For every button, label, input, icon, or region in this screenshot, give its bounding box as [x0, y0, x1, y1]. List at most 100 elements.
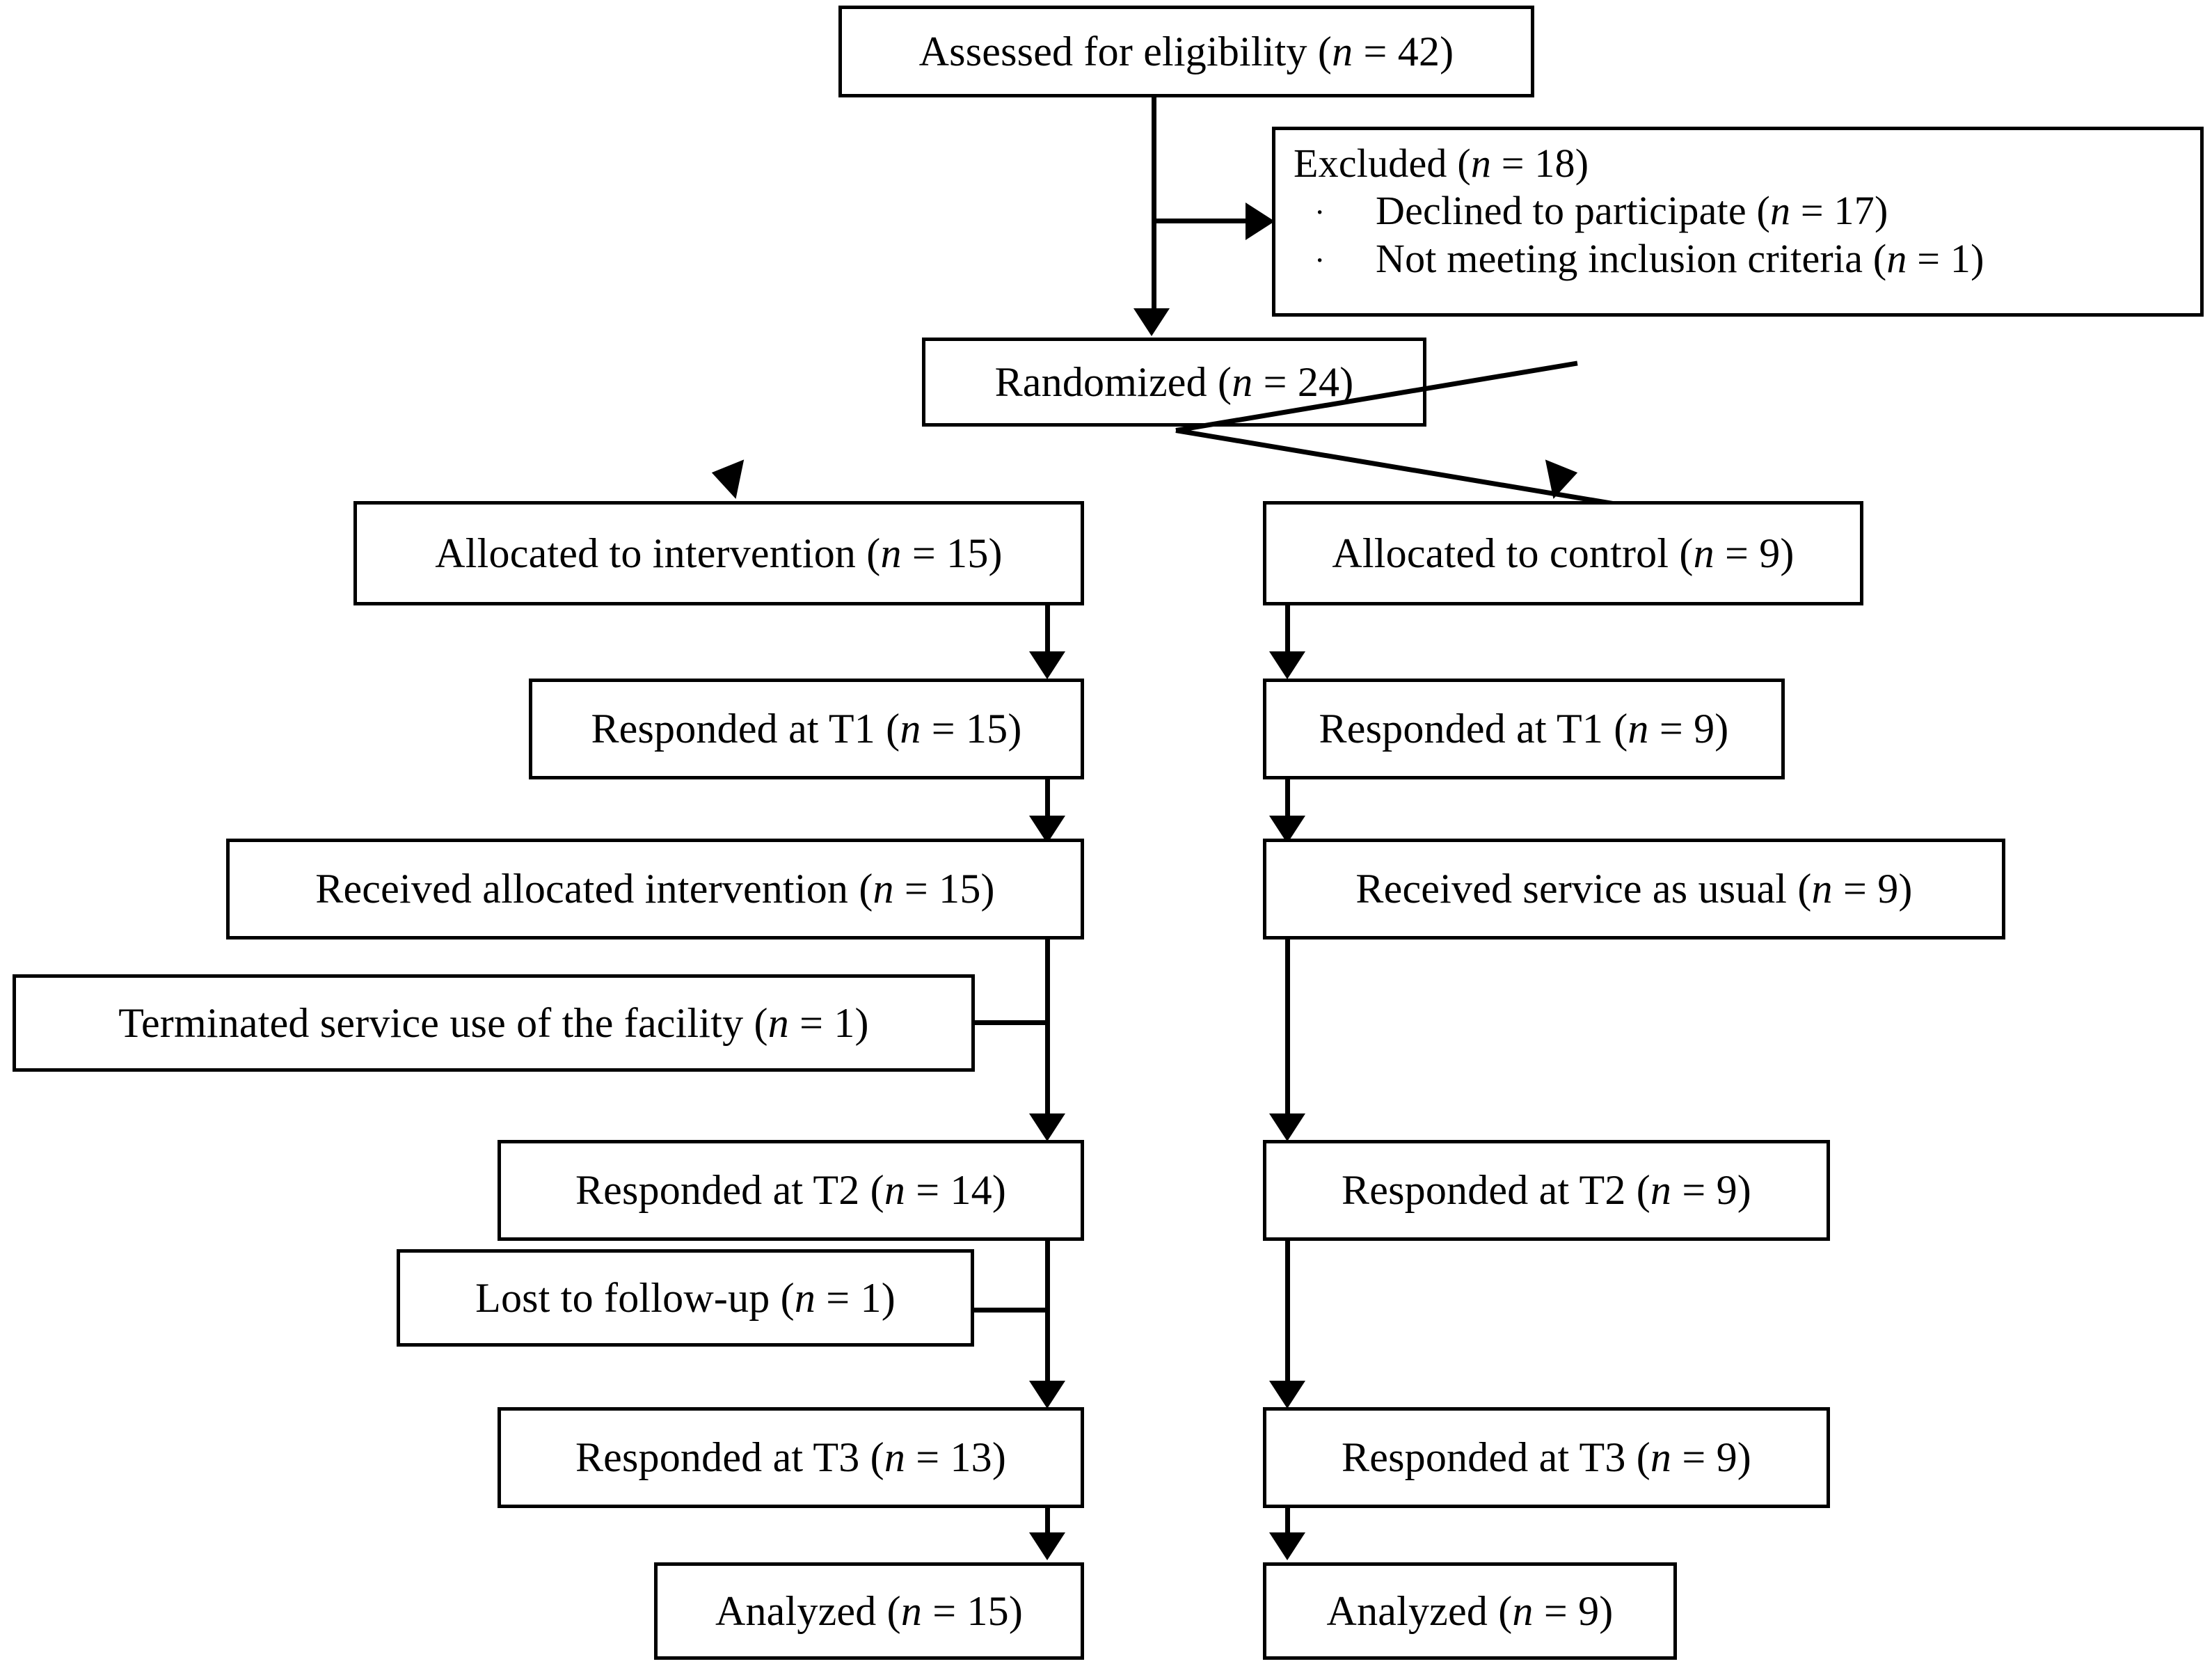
excluded-bullet-declined-n-italic: n — [1770, 188, 1791, 234]
t1-control-n-italic: n — [1628, 706, 1649, 752]
arrow-control-alloc-to-t1 — [1269, 651, 1305, 679]
node-analyzed-intervention: Analyzed (n = 15) — [654, 1562, 1084, 1660]
connector-intervention-to-terminated — [972, 1020, 1049, 1025]
connector-control-alloc-to-t1 — [1285, 605, 1290, 654]
node-excluded: Excluded (n = 18) ·Declined to participa… — [1272, 127, 2204, 317]
connector-intervention-to-lost — [972, 1308, 1049, 1313]
node-received-service-as-usual: Received service as usual (n = 9) — [1263, 839, 2005, 939]
excluded-bullet-declined-prefix: Declined to participate ( — [1376, 188, 1771, 234]
t3-control-n-italic: n — [1650, 1434, 1672, 1481]
node-analyzed-control: Analyzed (n = 9) — [1263, 1562, 1677, 1660]
connector-control-t1-to-received — [1285, 779, 1290, 820]
received-intervention-suffix: = 15) — [893, 866, 995, 912]
received-intervention-prefix: Received allocated intervention ( — [315, 866, 873, 912]
randomized-suffix: = 24) — [1252, 358, 1354, 405]
lost-n-italic: n — [794, 1274, 816, 1321]
excluded-heading-n-italic: n — [1470, 141, 1492, 186]
lost-suffix: = 1) — [815, 1274, 896, 1321]
arrow-intervention-received-to-t2 — [1029, 1113, 1065, 1141]
node-allocated-to-control: Allocated to control (n = 9) — [1263, 501, 1863, 605]
alloc-intervention-suffix: = 15) — [901, 530, 1003, 576]
connector-control-t2-to-t3 — [1285, 1241, 1290, 1383]
excluded-heading-prefix: Excluded ( — [1294, 141, 1471, 186]
connector-intervention-t3-to-analyzed — [1045, 1508, 1050, 1548]
received-control-n-italic: n — [1811, 866, 1833, 912]
node-assessed-for-eligibility: Assessed for eligibility (n = 42) — [838, 6, 1534, 97]
t2-intervention-n-italic: n — [884, 1167, 906, 1214]
excluded-bullet-criteria-n-italic: n — [1886, 235, 1907, 281]
analyzed-intervention-prefix: Analyzed ( — [715, 1587, 901, 1634]
analyzed-intervention-n-italic: n — [900, 1587, 923, 1634]
connector-control-received-to-t2 — [1285, 939, 1290, 1117]
alloc-control-n-italic: n — [1693, 530, 1714, 576]
node-lost-to-followup: Lost to follow-up (n = 1) — [397, 1249, 974, 1347]
arrow-control-t2-to-t3 — [1269, 1381, 1305, 1409]
t1-control-suffix: = 9) — [1648, 706, 1729, 752]
node-responded-t2-intervention: Responded at T2 (n = 14) — [498, 1140, 1084, 1241]
terminated-prefix: Terminated service use of the facility ( — [118, 999, 768, 1046]
lost-prefix: Lost to follow-up ( — [475, 1274, 795, 1321]
analyzed-control-n-italic: n — [1512, 1587, 1534, 1634]
t2-intervention-prefix: Responded at T2 ( — [575, 1167, 884, 1214]
received-control-suffix: = 9) — [1832, 866, 1913, 912]
t1-intervention-suffix: = 15) — [921, 706, 1022, 752]
arrow-assessed-to-randomized — [1133, 308, 1170, 336]
node-responded-t3-intervention: Responded at T3 (n = 13) — [498, 1407, 1084, 1508]
assessed-n-italic: n — [1332, 28, 1353, 74]
connector-intervention-received-to-t2 — [1045, 939, 1050, 1117]
excluded-heading-suffix: = 18) — [1491, 141, 1589, 186]
node-responded-t1-control: Responded at T1 (n = 9) — [1263, 679, 1785, 779]
bullet-dot-icon: · — [1314, 241, 1326, 278]
node-received-allocated-intervention: Received allocated intervention (n = 15) — [226, 839, 1084, 939]
node-terminated-service-use: Terminated service use of the facility (… — [13, 974, 975, 1072]
assessed-suffix: = 42) — [1353, 28, 1454, 74]
arrow-intervention-t3-to-analyzed — [1029, 1532, 1065, 1560]
randomized-prefix: Randomized ( — [994, 358, 1232, 405]
received-intervention-n-italic: n — [873, 866, 894, 912]
arrow-control-received-to-t2 — [1269, 1113, 1305, 1141]
t3-intervention-prefix: Responded at T3 ( — [575, 1434, 884, 1481]
connector-control-t3-to-analyzed — [1285, 1508, 1290, 1548]
t3-control-suffix: = 9) — [1671, 1434, 1751, 1481]
excluded-bullet-criteria: · Not meeting inclusion criteria (n = 1) — [1294, 235, 2186, 283]
connector-intervention-t1-to-received — [1045, 779, 1050, 820]
node-allocated-to-intervention: Allocated to intervention (n = 15) — [353, 501, 1084, 605]
alloc-control-prefix: Allocated to control ( — [1332, 530, 1694, 576]
node-responded-t1-intervention: Responded at T1 (n = 15) — [529, 679, 1084, 779]
t3-control-prefix: Responded at T3 ( — [1342, 1434, 1650, 1481]
excluded-bullet-criteria-suffix: = 1) — [1907, 235, 1984, 281]
arrow-randomized-to-intervention — [711, 459, 757, 504]
t2-intervention-suffix: = 14) — [905, 1167, 1007, 1214]
analyzed-control-prefix: Analyzed ( — [1326, 1587, 1513, 1634]
bullet-dot-icon: · — [1314, 194, 1326, 230]
alloc-intervention-prefix: Allocated to intervention ( — [435, 530, 881, 576]
excluded-bullet-declined-suffix: = 17) — [1790, 188, 1888, 234]
t2-control-suffix: = 9) — [1671, 1167, 1751, 1214]
analyzed-control-suffix: = 9) — [1533, 1587, 1614, 1634]
node-responded-t2-control: Responded at T2 (n = 9) — [1263, 1140, 1830, 1241]
connector-assessed-to-randomized — [1152, 97, 1156, 310]
t3-intervention-n-italic: n — [884, 1434, 906, 1481]
connector-randomized-to-intervention — [1175, 428, 1644, 512]
excluded-bullet-criteria-prefix: Not meeting inclusion criteria ( — [1376, 235, 1887, 281]
t1-control-prefix: Responded at T1 ( — [1319, 706, 1628, 752]
t3-intervention-suffix: = 13) — [905, 1434, 1007, 1481]
t1-intervention-n-italic: n — [900, 706, 921, 752]
node-randomized: Randomized (n = 24) — [922, 338, 1426, 427]
alloc-intervention-n-italic: n — [880, 530, 902, 576]
arrow-assessed-to-excluded — [1246, 203, 1275, 240]
received-control-prefix: Received service as usual ( — [1355, 866, 1812, 912]
node-responded-t3-control: Responded at T3 (n = 9) — [1263, 1407, 1830, 1508]
assessed-prefix: Assessed for eligibility ( — [918, 28, 1332, 74]
terminated-n-italic: n — [767, 999, 789, 1046]
connector-assessed-to-excluded — [1152, 219, 1266, 223]
analyzed-intervention-suffix: = 15) — [922, 1587, 1024, 1634]
t2-control-prefix: Responded at T2 ( — [1342, 1167, 1650, 1214]
terminated-suffix: = 1) — [788, 999, 869, 1046]
t1-intervention-prefix: Responded at T1 ( — [591, 706, 900, 752]
arrow-intervention-t2-to-t3 — [1029, 1381, 1065, 1409]
alloc-control-suffix: = 9) — [1714, 530, 1795, 576]
arrow-control-t3-to-analyzed — [1269, 1532, 1305, 1560]
t2-control-n-italic: n — [1650, 1167, 1672, 1214]
